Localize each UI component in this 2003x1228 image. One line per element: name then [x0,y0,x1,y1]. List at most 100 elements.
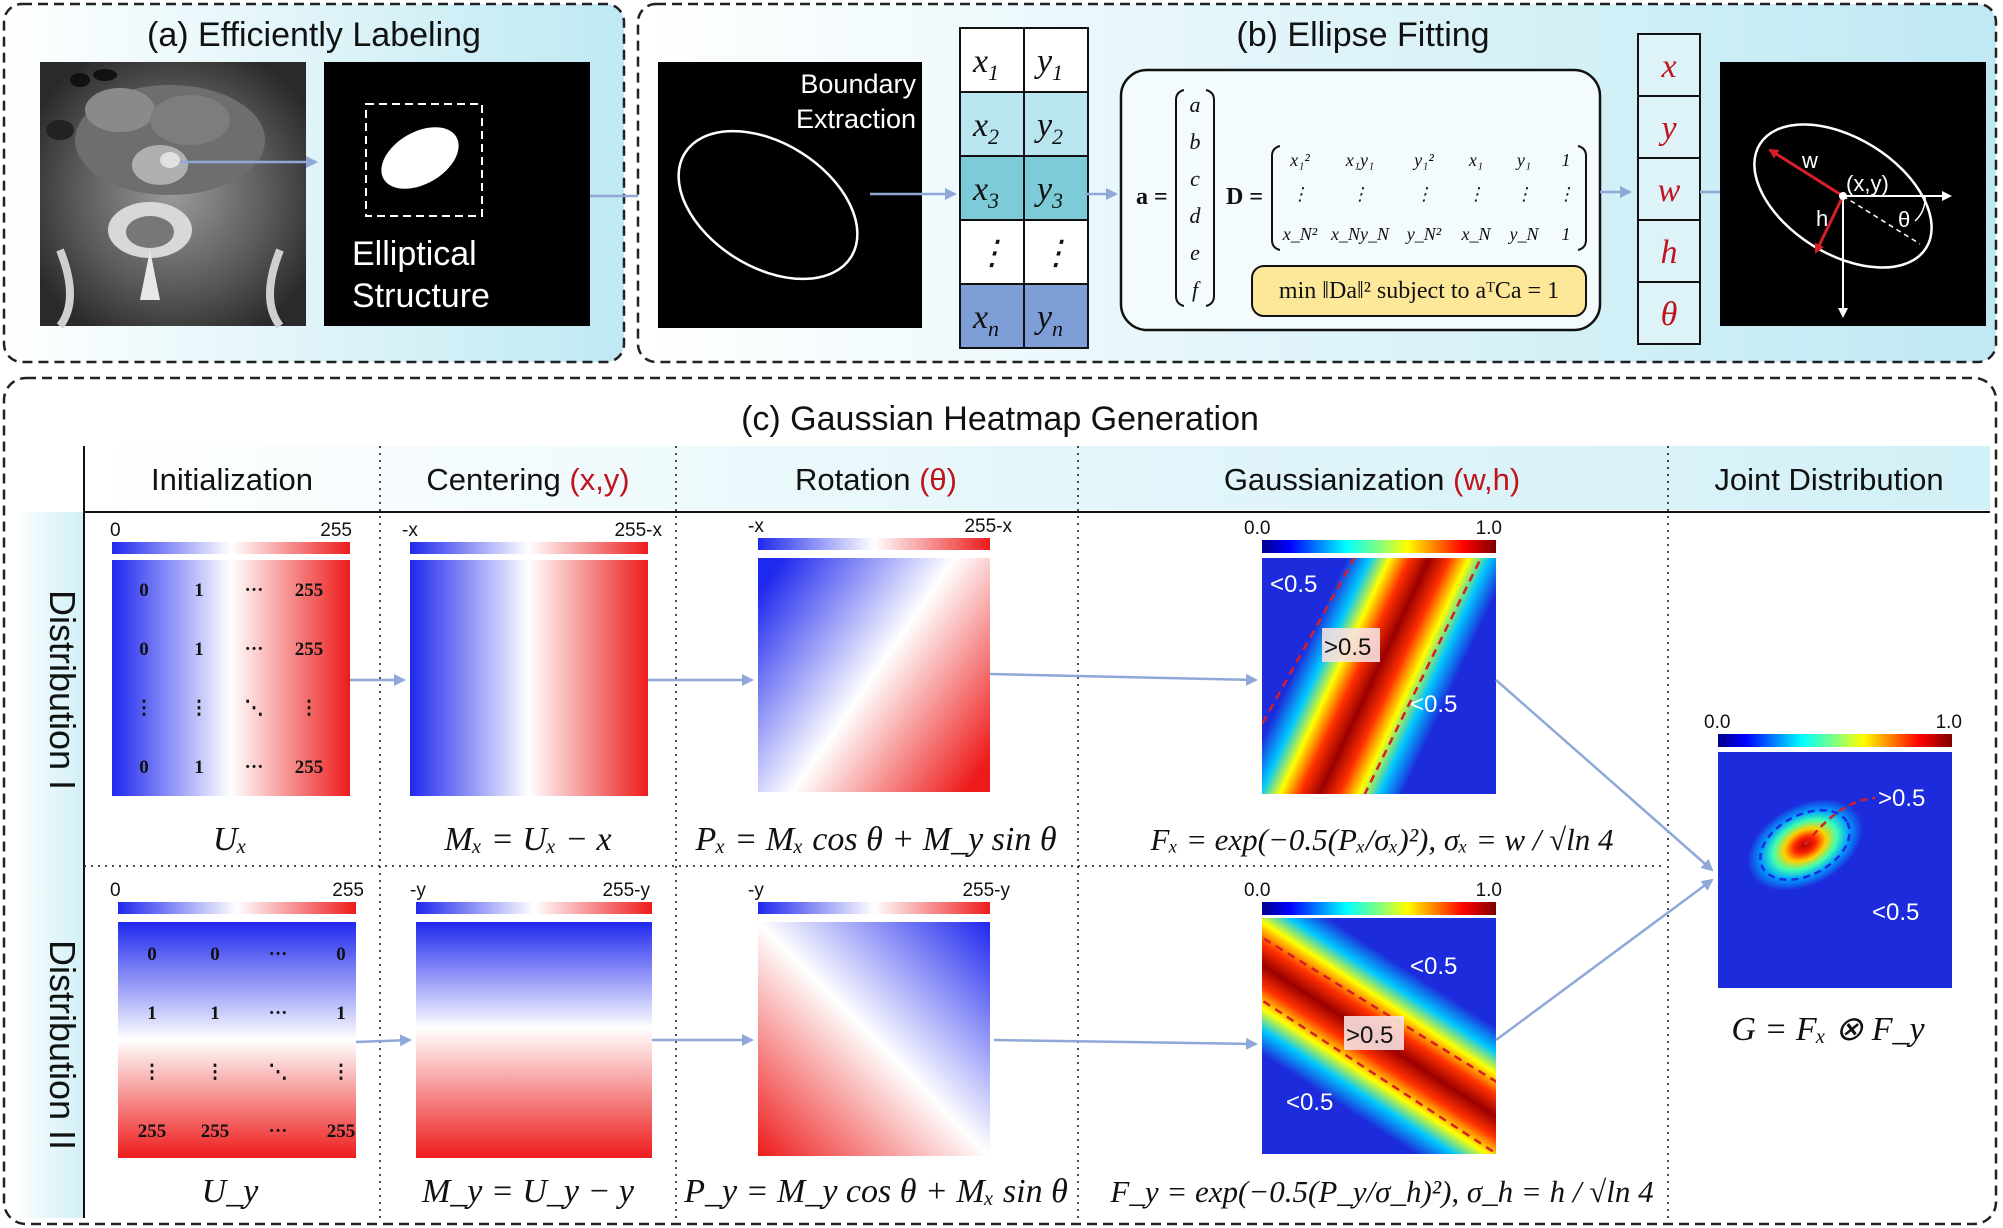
param-label: y [1658,110,1677,147]
fx-gt-label: >0.5 [1324,634,1371,661]
grid-value: ··· [244,757,263,778]
panel-c: (c) Gaussian Heatmap Generation Initiali… [2,376,1998,1226]
heatmap-px [758,558,990,792]
points-cell [959,219,1025,285]
grid-value: ⋱ [269,1062,288,1083]
grid-value: 1 [194,757,204,778]
formula-g: G = Fₓ ⊗ F_y [1731,1011,1925,1048]
matrix-d-entry: y_N² [1405,224,1442,244]
svg-text:0: 0 [110,520,121,541]
vector-a-entry: e [1190,240,1200,265]
matrix-d-entry: x₁ [1468,150,1483,170]
matrix-d-entry: ⋮ [1351,184,1369,204]
row-label-distribution-2: Distribution II [42,940,83,1150]
panel-c-title: (c) Gaussian Heatmap Generation [741,400,1259,438]
grid-value: 0 [210,944,220,965]
vector-a-entry: f [1192,277,1201,302]
points-cell [1023,219,1089,285]
matrix-d-entry: y_N [1508,224,1540,244]
matrix-d-entry: ⋮ [1515,184,1533,204]
matrix-d-entry: ⋮ [1467,184,1485,204]
formula-fy: F_y = exp(−0.5(P_y/σ_h)²), σ_h = h / √ln… [1109,1174,1653,1209]
colorbar-init-2: 0 255 [110,880,364,914]
param-cell [1637,157,1701,221]
grid-value: 1 [147,1003,157,1024]
formula-mx: Mₓ = Uₓ − x [443,821,611,858]
heatmap-uy [118,922,356,1158]
svg-text:0: 0 [110,880,121,901]
param-label: w [1658,172,1681,209]
svg-text:-y: -y [748,880,764,901]
grid-value: 0 [147,944,157,965]
grid-value: 255 [201,1121,230,1142]
column-header: Rotation (θ) [795,462,957,497]
heatmap-ux [112,560,350,796]
grid-value: 255 [295,580,324,601]
grid-value: ⋮ [332,1062,351,1083]
heatmap-g [1718,752,1952,988]
ellipse-h-label: h [1816,206,1828,231]
param-cell [1637,33,1701,97]
heatmap-my [416,922,652,1158]
points-cell [1023,91,1089,157]
grid-value: 255 [295,757,324,778]
svg-text:1.0: 1.0 [1476,880,1502,901]
grid-value: 0 [336,944,346,965]
grid-value: ⋮ [206,1062,225,1083]
grid-value: ⋮ [300,698,319,719]
grid-value: ⋮ [135,698,154,719]
fy-lt-label-1: <0.5 [1410,953,1457,980]
points-cell [959,155,1025,221]
ellipse-center-label: (x,y) [1846,171,1889,196]
matrix-d-entry: x₁y₁ [1345,150,1375,170]
matrix-d-entry: y₁² [1412,150,1434,170]
colorbar-cent-2: -y 255-y [410,880,652,914]
grid-value: 255 [327,1121,356,1142]
g-lt-label: <0.5 [1872,899,1919,926]
matrix-d-entry: ⋮ [1557,184,1575,204]
colorbar-rot-1: -x 255-x [748,516,1012,550]
mask-image: Elliptical Structure [324,62,590,326]
ellipse-w-label: w [1801,148,1818,173]
matrix-d-entry: 1 [1562,150,1571,170]
vector-a-entry: c [1190,166,1200,191]
grid-value: ⋱ [245,698,264,719]
colorbar-rot-2: -y 255-y [748,880,1010,914]
grid-value: 0 [139,580,149,601]
grid-value: 1 [336,1003,346,1024]
points-value: ⋮ [1039,235,1073,272]
grid-value: 1 [194,580,204,601]
param-cell [1637,95,1701,159]
matrix-d-entry: x_N² [1282,224,1318,244]
g-gt-label: >0.5 [1878,785,1925,812]
grid-value: ··· [244,580,263,601]
boundary-label: Boundary [800,69,916,99]
svg-text:-y: -y [410,880,426,901]
grid-value: 1 [194,639,204,660]
panel-b-title: (b) Ellipse Fitting [1236,16,1489,54]
matrix-d-entry: x_Ny_N [1330,224,1390,244]
svg-text:255: 255 [332,880,364,901]
matrix-d-entry: x₁² [1289,150,1310,170]
svg-text:0.0: 0.0 [1244,518,1270,539]
param-label: θ [1661,296,1678,333]
svg-text:255-y: 255-y [602,880,650,901]
column-header: Gaussianization (w,h) [1224,462,1520,497]
matrix-d-entry: 1 [1562,224,1571,244]
points-cell [1023,283,1089,349]
vector-a-entry: a [1190,92,1201,117]
grid-value: 1 [210,1003,220,1024]
param-label: x [1660,48,1676,85]
boundary-image: Boundary Extraction [658,62,922,328]
panel-a: (a) Efficiently Labeling Elliptical Str [2,2,626,364]
svg-text:255: 255 [320,520,352,541]
grid-value: 255 [138,1121,167,1142]
fy-gt-label: >0.5 [1346,1022,1393,1049]
grid-value: ··· [268,1121,287,1142]
